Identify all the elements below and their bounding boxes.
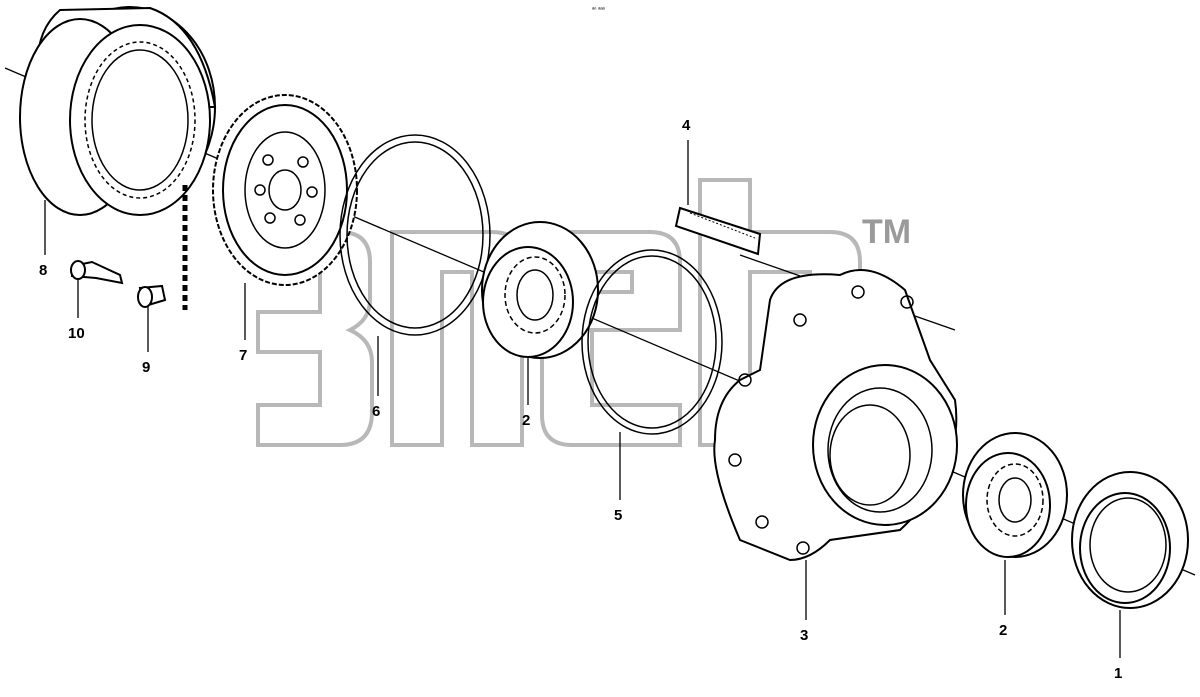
callout-9: 9	[142, 359, 150, 376]
watermark-tm: TM	[862, 213, 911, 251]
hub-housing	[713, 269, 958, 562]
snap-ring	[339, 134, 491, 336]
callout-2-left: 2	[522, 412, 530, 429]
callout-1: 1	[1114, 665, 1122, 682]
ring-gear	[19, 6, 217, 216]
callout-2-right: 2	[999, 622, 1007, 639]
bushing	[137, 284, 167, 308]
callout-4: 4	[682, 117, 691, 134]
callout-6: 6	[372, 403, 380, 420]
callout-3: 3	[800, 627, 808, 644]
leader-lines	[44, 140, 1121, 658]
stud-bolt	[674, 206, 762, 256]
callout-5: 5	[614, 507, 622, 524]
bearing-right	[962, 432, 1068, 558]
bearing-left	[481, 221, 599, 359]
o-ring	[581, 249, 723, 435]
callout-labels: 8 10 9 7 6 4 2 5 3 2 1	[39, 117, 1122, 682]
image-code: ᵃⁿ ᵃᵃᵃ	[592, 6, 606, 13]
callout-7: 7	[239, 347, 247, 364]
oil-seal	[1071, 471, 1189, 609]
bolt	[70, 260, 124, 285]
spur-gear	[212, 94, 358, 286]
callout-8: 8	[39, 262, 47, 279]
callout-10: 10	[68, 325, 85, 342]
